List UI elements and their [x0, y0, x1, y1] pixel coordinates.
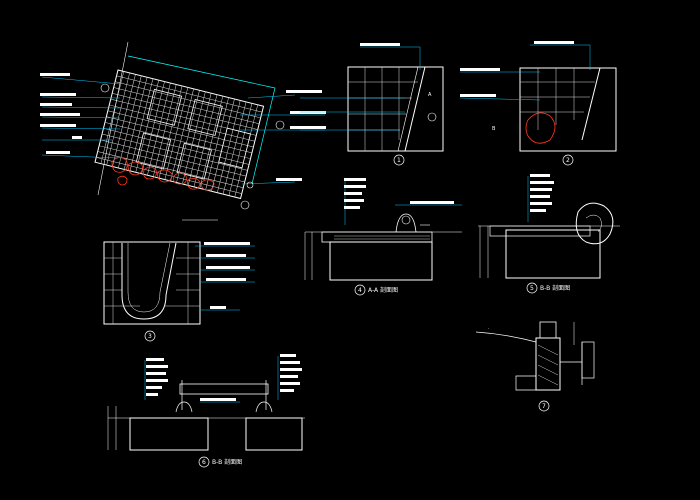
- detail-7-callout: [538, 400, 550, 412]
- detail-5-boulder: [575, 202, 614, 245]
- rockery-stones: [111, 157, 215, 191]
- detail-6-callout: [198, 456, 210, 468]
- detail-1-number: 1: [397, 157, 401, 164]
- detail-6-number: 6: [202, 459, 206, 466]
- plan-leaders-right: [240, 94, 325, 185]
- detail-4-section-aa: 4 A-A 剖面图: [304, 178, 462, 296]
- detail-2-number: 2: [566, 157, 570, 164]
- detail-3-number: 3: [148, 333, 152, 340]
- detail-5-title: B-B 剖面图: [540, 284, 570, 292]
- plan-callout-circle-4: [246, 181, 254, 189]
- plan-leader-text-right: [276, 90, 326, 181]
- detail-1-section-mark: A: [428, 92, 432, 98]
- detail-1-callout: [393, 154, 405, 166]
- site-plan: [40, 41, 326, 221]
- detail-2-stone: [525, 112, 556, 144]
- dimension-line-top: [127, 55, 276, 89]
- detail-5-section-bb: 5 B-B 剖面图: [478, 174, 620, 294]
- detail-2-section-mark: B: [492, 126, 496, 132]
- detail-2-callout: [562, 154, 574, 166]
- detail-5-callout: [526, 282, 538, 294]
- detail-3-callout: [144, 330, 156, 342]
- plan-callout-circle-1: [100, 83, 110, 93]
- paving-grid: [94, 69, 265, 200]
- plan-leaders-left: [41, 76, 121, 159]
- plan-callout-circle-3: [240, 200, 250, 210]
- detail-4-title: A-A 剖面图: [368, 286, 398, 294]
- dimension-line-left: [97, 41, 129, 196]
- dimension-line-right: [251, 87, 276, 185]
- detail-7: · 7: [475, 321, 595, 412]
- detail-1: A 1: [300, 43, 444, 166]
- detail-4-callout: [354, 284, 366, 296]
- detail-6-title: B-B 剖面图: [212, 458, 242, 466]
- detail-7-number: 7: [542, 403, 546, 410]
- plan-leader-text-left: [40, 73, 82, 154]
- detail-6-section-bb: 6 B-B 剖面图: [107, 354, 305, 468]
- detail-2: B 2: [459, 41, 617, 166]
- plan-callout-circle-2: [275, 120, 285, 130]
- detail-4-number: 4: [358, 287, 362, 294]
- detail-5-number: 5: [530, 285, 534, 292]
- svg-text:·: ·: [488, 326, 489, 331]
- detail-3: 3: [103, 241, 255, 342]
